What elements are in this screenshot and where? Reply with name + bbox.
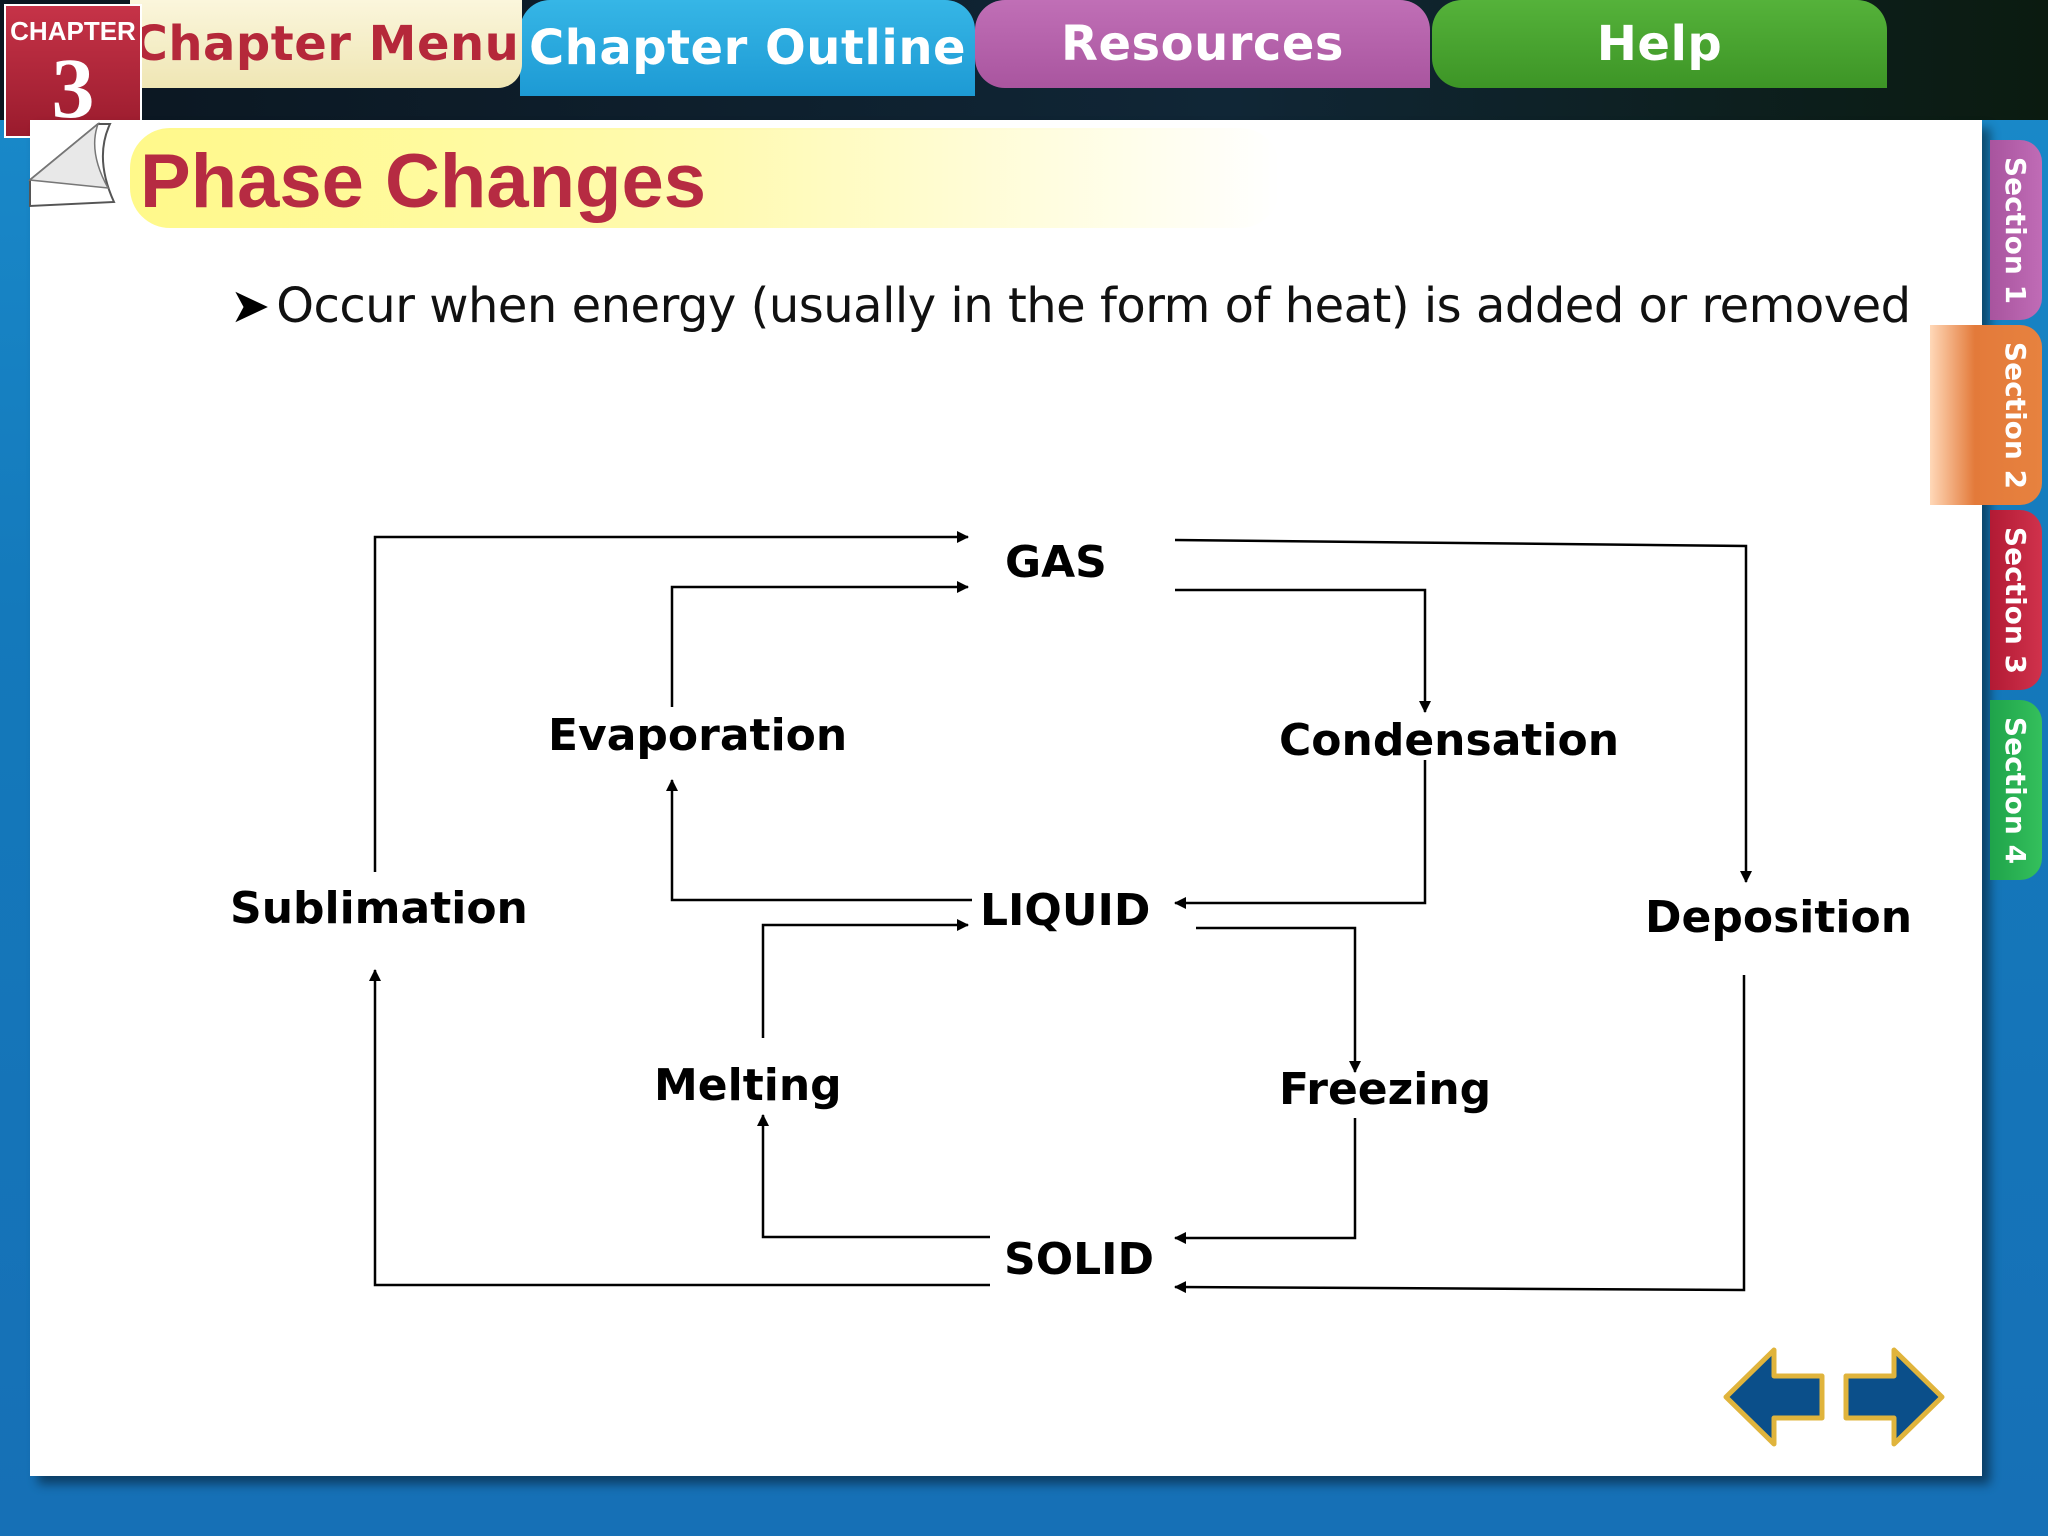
process-melting: Melting [654,1060,842,1111]
evaporation-line-up [670,581,969,707]
chapter-word: CHAPTER [10,16,136,46]
left-arrow-icon[interactable] [1723,1347,1825,1447]
deposition-line-to-solid [1174,975,1746,1294]
slide-content [30,120,1982,1476]
tab-chapter-menu[interactable]: Chapter Menu [130,0,522,88]
chapter-badge: CHAPTER 3 [4,4,142,138]
condensation-line-to-liquid [1174,760,1427,909]
side-tab-section-1-label: Section 1 [1999,156,2033,304]
side-tab-section-3[interactable]: Section 3 [1990,510,2042,690]
tab-resources-label: Resources [1061,16,1344,72]
bullet-text: Occur when energy (usually in the form o… [276,278,1911,334]
page-curl-icon [28,121,116,208]
process-condensation: Condensation [1279,715,1620,766]
bullet-item: ➤ Occur when energy (usually in the form… [230,278,1911,334]
tab-resources[interactable]: Resources [975,0,1430,88]
sublimation-line-from-solid [369,969,990,1287]
condensation-line-from-gas [1175,588,1431,713]
side-tab-section-2[interactable]: Section 2 [1930,325,2042,505]
process-evaporation: Evaporation [548,710,848,761]
deposition-line-from-gas [1174,538,1752,883]
tab-help[interactable]: Help [1432,0,1887,88]
tab-chapter-outline-label: Chapter Outline [528,20,967,76]
process-sublimation: Sublimation [230,883,528,934]
page-title: Phase Changes [140,139,706,224]
navigation-arrows [1723,1347,1945,1447]
process-freezing: Freezing [1279,1064,1492,1115]
back-button[interactable] [1723,1347,1825,1447]
state-gas: GAS [1005,537,1107,588]
freezing-line-to-solid [1174,1118,1357,1244]
freezing-line-from-liquid [1196,926,1361,1073]
sublimation-line-up [373,531,969,872]
melting-line-to-liquid [761,919,969,1038]
side-tab-section-4-label: Section 4 [1999,716,2033,864]
process-deposition: Deposition [1645,892,1913,943]
state-solid: SOLID [1004,1234,1155,1285]
tab-help-label: Help [1596,16,1723,72]
side-tab-section-1[interactable]: Section 1 [1990,140,2042,320]
evaporation-line-from-liquid [666,779,972,902]
arrowhead-bullet-icon: ➤ [230,278,271,334]
tab-chapter-menu-label: Chapter Menu [132,16,520,72]
right-arrow-icon[interactable] [1843,1347,1945,1447]
melting-line-from-solid [757,1114,990,1239]
side-tab-section-4[interactable]: Section 4 [1990,700,2042,880]
side-tab-section-3-label: Section 3 [1999,526,2033,674]
title-highlight [130,128,1280,228]
tab-chapter-outline[interactable]: Chapter Outline [520,0,975,96]
side-tab-section-2-label: Section 2 [1999,341,2033,489]
state-liquid: LIQUID [980,885,1151,936]
forward-button[interactable] [1843,1347,1945,1447]
